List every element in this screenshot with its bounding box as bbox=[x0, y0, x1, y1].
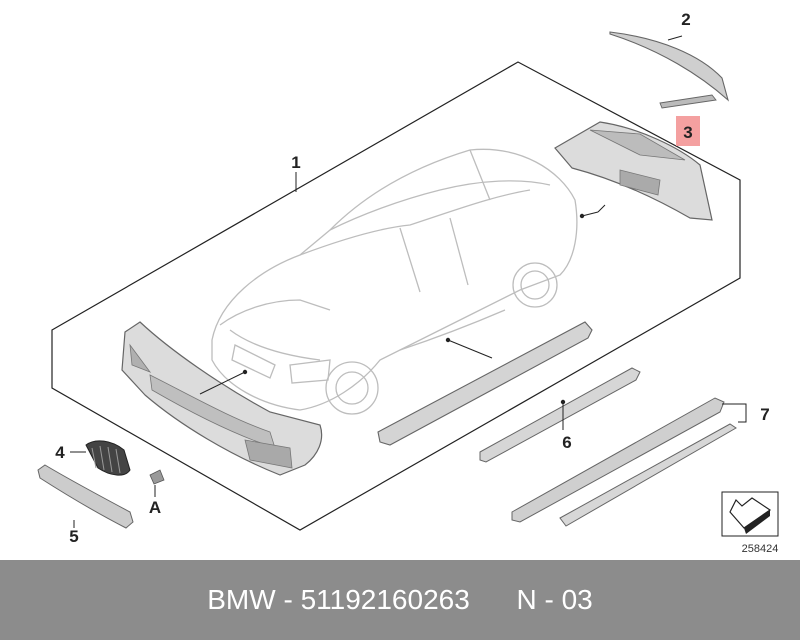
car-outline bbox=[211, 148, 578, 415]
reference-number: 258424 bbox=[742, 543, 779, 555]
support-bracket bbox=[479, 367, 641, 463]
clip-part bbox=[149, 469, 165, 485]
callout-6: 6 bbox=[562, 433, 571, 452]
callout-a: A bbox=[149, 498, 161, 517]
leader-lines bbox=[70, 35, 747, 528]
side-trim-upper bbox=[511, 397, 725, 523]
kit-frame bbox=[51, 61, 741, 531]
leader-dots bbox=[242, 213, 585, 405]
mesh-grille bbox=[37, 464, 134, 529]
callout-2: 2 bbox=[681, 10, 690, 29]
callout-1: 1 bbox=[291, 153, 300, 172]
callout-3-highlight bbox=[676, 116, 700, 146]
footer-bar: BMW - 51192160263 N - 03 bbox=[0, 560, 800, 640]
callout-4: 4 bbox=[55, 443, 65, 462]
kidney-grille bbox=[85, 440, 131, 476]
footer-brand: BMW bbox=[207, 584, 276, 615]
rear-bumper bbox=[554, 121, 713, 221]
callout-7: 7 bbox=[760, 405, 769, 424]
trim-strip bbox=[659, 94, 717, 109]
parts-diagram: 1 2 3 4 5 6 7 A 258424 bbox=[37, 10, 779, 555]
footer-position: N - 03 bbox=[516, 584, 593, 615]
reference-box bbox=[721, 491, 779, 537]
footer-gap bbox=[470, 584, 517, 616]
side-trim-lower bbox=[559, 423, 737, 527]
callout-5: 5 bbox=[69, 527, 78, 546]
front-bumper bbox=[121, 321, 323, 476]
footer-separator: - bbox=[275, 584, 301, 615]
footer-part-number: 51192160263 bbox=[300, 584, 470, 615]
callout-3: 3 bbox=[683, 123, 692, 142]
rear-spoiler bbox=[609, 31, 730, 102]
side-sill-left bbox=[377, 321, 593, 446]
